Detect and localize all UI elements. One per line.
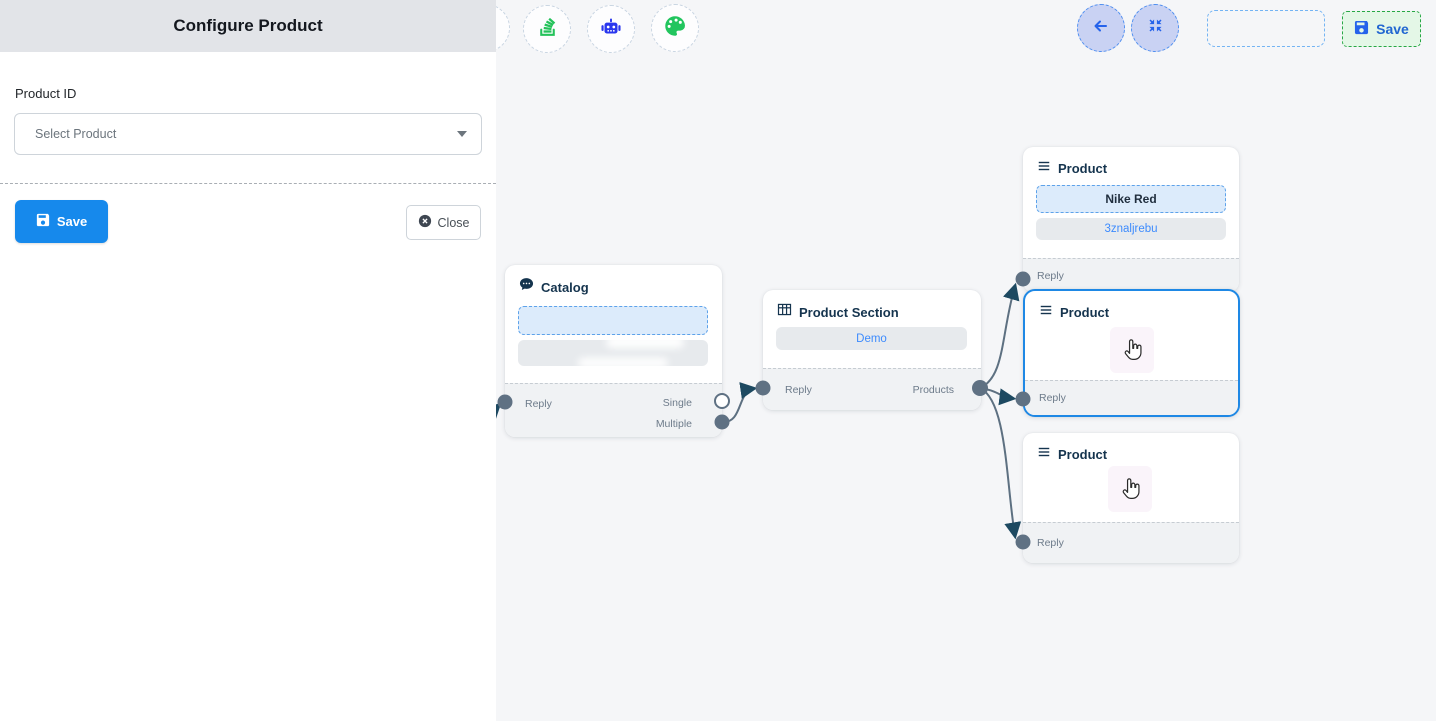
chevron-down-icon xyxy=(457,131,467,137)
toolbar-empty-slot[interactable] xyxy=(1207,10,1325,47)
product-top-node[interactable]: Product Nike Red 3znaljrebu Reply xyxy=(1023,147,1239,292)
fit-view-button[interactable] xyxy=(1131,4,1179,52)
menu-icon xyxy=(1037,159,1051,178)
save-icon xyxy=(1354,20,1369,38)
product-top-node-footer: Reply xyxy=(1023,258,1239,292)
product-top-reply-port-label: Reply xyxy=(1037,270,1064,282)
canvas-save-label: Save xyxy=(1376,21,1409,37)
product-selected-node-footer: Reply xyxy=(1025,380,1238,415)
catalog-node-title: Catalog xyxy=(541,279,589,295)
panel-divider xyxy=(0,183,496,184)
toolbar-theme-button[interactable] xyxy=(651,4,699,52)
demo-section-button[interactable]: Demo xyxy=(776,327,967,350)
catalog-single-port-label: Single xyxy=(662,397,692,409)
product-section-node-title: Product Section xyxy=(799,304,899,320)
product-bottom-node-title: Product xyxy=(1058,447,1108,462)
product-bottom-node-footer: Reply xyxy=(1023,522,1239,563)
toolbar-hidden-button[interactable] xyxy=(496,4,510,52)
grid-icon xyxy=(777,302,792,322)
product-selected-node-title: Product xyxy=(1060,305,1110,320)
back-button[interactable] xyxy=(1077,4,1125,52)
catalog-footer-field[interactable] xyxy=(518,340,708,366)
back-arrow-icon xyxy=(1091,16,1111,41)
select-placeholder: Select Product xyxy=(35,127,117,141)
flow-canvas[interactable]: Save Catalog Reply Single Multiple xyxy=(496,0,1436,721)
panel-close-button[interactable]: Close xyxy=(406,205,481,240)
hand-cursor-icon xyxy=(1108,466,1152,512)
redaction-smudge xyxy=(606,340,684,348)
product-name-field[interactable]: Nike Red xyxy=(1036,185,1226,213)
chat-bubble-icon xyxy=(519,277,534,297)
product-top-node-title: Product xyxy=(1058,161,1108,176)
panel-save-label: Save xyxy=(56,214,88,229)
product-section-node[interactable]: Product Section Demo Reply Products xyxy=(763,290,981,410)
canvas-save-button[interactable]: Save xyxy=(1342,11,1421,47)
product-name-value: Nike Red xyxy=(1105,192,1157,206)
toolbar-bot-button[interactable] xyxy=(587,5,635,53)
catalog-node[interactable]: Catalog Reply Single Multiple xyxy=(505,265,722,437)
layers-icon xyxy=(535,14,560,44)
menu-icon xyxy=(1039,303,1053,322)
product-section-products-port-label: Products xyxy=(912,384,954,396)
compress-icon xyxy=(1147,17,1164,39)
catalog-body-field[interactable] xyxy=(518,306,708,335)
palette-icon xyxy=(662,13,688,44)
product-id-select[interactable]: Select Product xyxy=(14,113,482,155)
product-id-value: 3znaljrebu xyxy=(1104,223,1158,235)
robot-icon xyxy=(598,14,624,45)
panel-title: Configure Product xyxy=(173,16,323,35)
catalog-node-footer: Reply Single Multiple xyxy=(505,383,722,437)
save-icon xyxy=(36,213,50,230)
toolbar-layers-button[interactable] xyxy=(523,5,571,53)
catalog-multiple-port-label: Multiple xyxy=(655,418,692,430)
configure-product-panel: Configure Product Product ID Select Prod… xyxy=(0,0,496,721)
demo-section-label: Demo xyxy=(856,332,887,345)
panel-save-button[interactable]: Save xyxy=(15,200,108,243)
panel-header: Configure Product xyxy=(0,0,496,52)
product-bottom-reply-port-label: Reply xyxy=(1037,537,1064,549)
panel-close-label: Close xyxy=(437,215,470,230)
product-selected-node[interactable]: Product Reply xyxy=(1023,289,1240,417)
close-icon xyxy=(418,214,432,231)
hand-cursor-icon xyxy=(1110,327,1154,373)
product-selected-reply-port-label: Reply xyxy=(1039,392,1066,404)
catalog-reply-port-label: Reply xyxy=(525,398,552,410)
redaction-smudge xyxy=(578,358,668,366)
product-section-reply-port-label: Reply xyxy=(785,384,812,396)
menu-icon xyxy=(1037,445,1051,464)
product-id-field[interactable]: 3znaljrebu xyxy=(1036,218,1226,240)
product-section-node-footer: Reply Products xyxy=(763,368,981,410)
product-bottom-node[interactable]: Product Reply xyxy=(1023,433,1239,563)
product-id-label: Product ID xyxy=(15,86,77,101)
